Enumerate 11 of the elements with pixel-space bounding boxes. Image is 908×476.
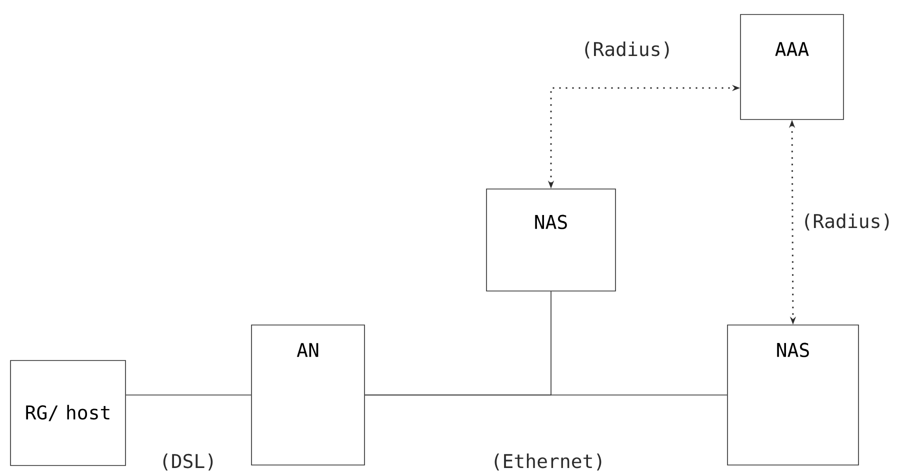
node-box: RG/ host	[10, 360, 126, 466]
connector	[126, 394, 252, 396]
edge-label: (DSL)	[163, 454, 213, 470]
node-box: AN	[251, 324, 365, 466]
edge-label: (Radius)	[805, 214, 889, 230]
edge-label: (Radius)	[585, 42, 669, 58]
connector	[364, 291, 552, 396]
node-box: NAS	[486, 188, 616, 292]
node-box: AAA	[740, 14, 844, 120]
edge-label: (Ethernet)	[494, 454, 602, 470]
node-box: NAS	[727, 324, 859, 466]
